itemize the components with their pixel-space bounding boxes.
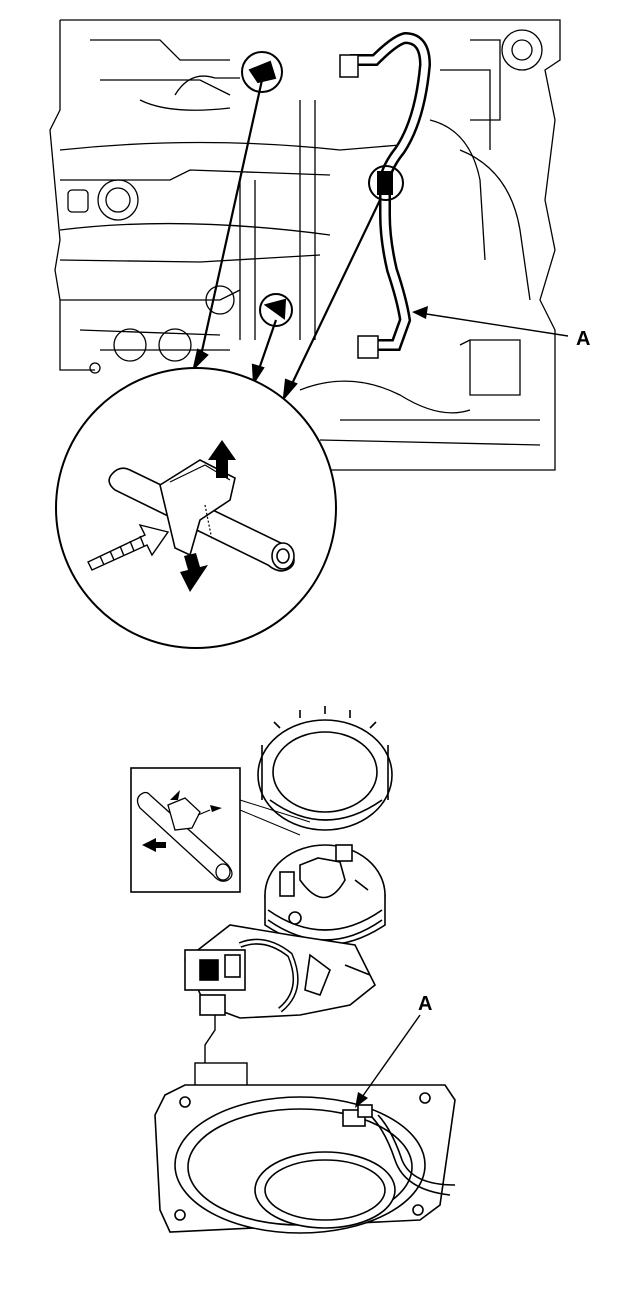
pump-wiring <box>194 1015 248 1096</box>
callout-leader-top <box>412 306 569 337</box>
clip-inset-box <box>130 767 311 893</box>
hose-clip-markers <box>241 51 404 327</box>
callout-label-bottom: A <box>418 993 432 1015</box>
push-arrow-icon <box>87 523 170 571</box>
pump-flange <box>264 844 386 946</box>
pump-body <box>184 924 377 1019</box>
engine-bay-illustration <box>49 19 561 471</box>
arrow-up-icon <box>208 440 236 478</box>
fuel-hose-a-bottom <box>342 1104 456 1196</box>
fuel-hose-a <box>339 31 432 359</box>
arrow-down-icon <box>180 553 208 592</box>
clip-detail-magnifier <box>55 367 337 649</box>
inset-arrow-right-icon <box>210 805 222 812</box>
callout-label-top: A <box>576 328 590 350</box>
leader-arrows <box>192 79 381 402</box>
retaining-ring <box>257 706 393 831</box>
tank-opening <box>154 1084 456 1234</box>
callout-leader-bottom <box>355 1014 421 1108</box>
inset-arrow-left-icon <box>142 838 166 852</box>
